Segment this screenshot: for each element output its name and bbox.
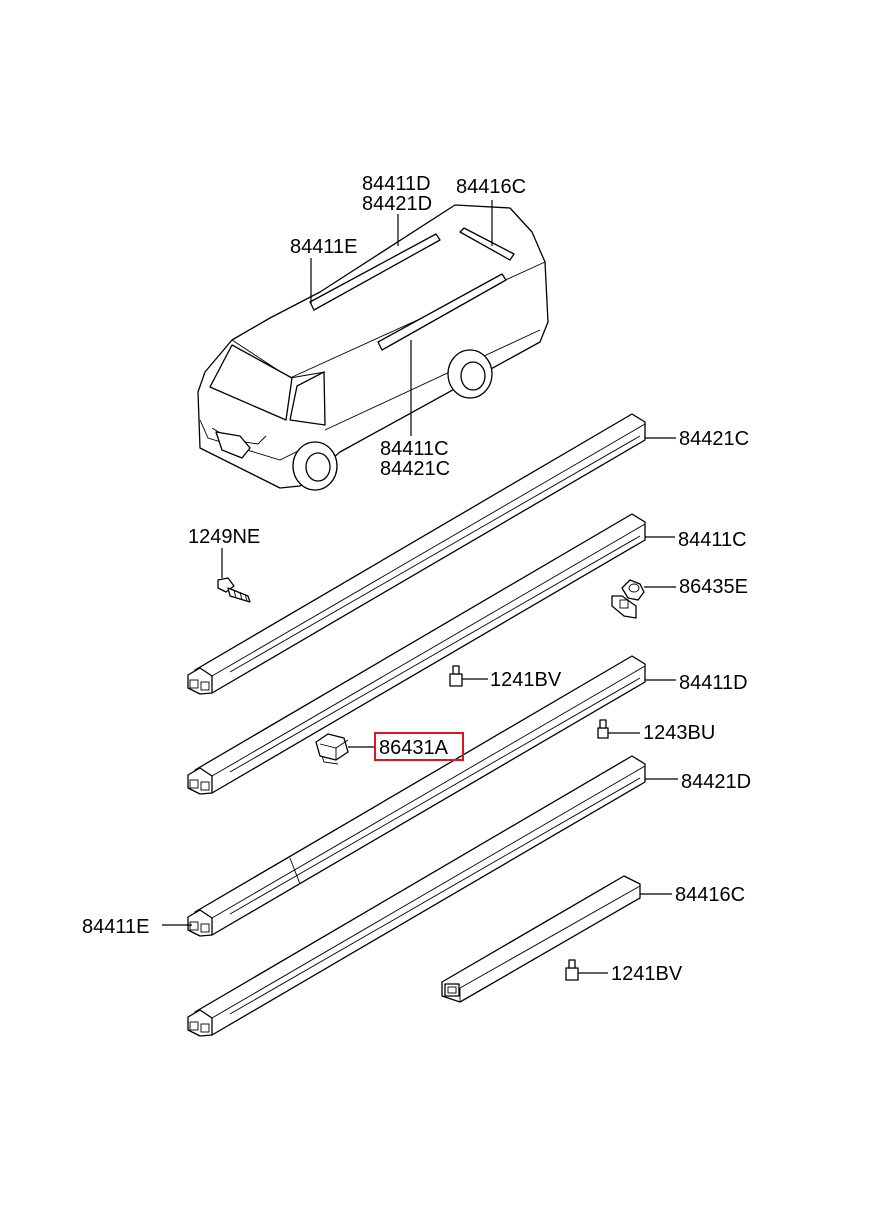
van-rail-upper — [309, 233, 441, 311]
label-1243bu: 1243BU — [643, 722, 715, 744]
clip-86435e — [611, 579, 645, 619]
bolt-1241bv-bottom — [565, 959, 579, 981]
clip-86431a — [315, 733, 349, 765]
label-86435e: 86435E — [679, 576, 748, 598]
van-rail-rear — [459, 227, 515, 261]
label-84411d: 84411D — [679, 672, 748, 694]
label-van-84411e: 84411E — [290, 236, 357, 258]
rail-84411c — [187, 513, 646, 795]
rail-84421d — [187, 755, 646, 1037]
label-84421d: 84421D — [681, 771, 751, 793]
label-1249ne: 1249NE — [188, 526, 260, 548]
highlight-box-86431a[interactable] — [374, 732, 464, 761]
strip-84416c — [441, 875, 641, 1003]
van-rail-lower — [377, 273, 507, 351]
bolt-1241bv-top — [449, 665, 463, 687]
rail-84411d — [187, 655, 646, 937]
label-van-84421c: 84421C — [380, 458, 450, 480]
label-84411c: 84411C — [678, 529, 747, 551]
label-van-84421d: 84421D — [362, 193, 432, 215]
rail-84421c — [187, 413, 646, 695]
label-1241bv-top: 1241BV — [490, 669, 562, 691]
label-van-84411d: 84411D — [362, 173, 431, 195]
van-illustration — [197, 204, 549, 491]
label-86431a[interactable]: 86431A — [379, 737, 449, 759]
bolt-1243bu — [597, 719, 609, 739]
label-84411e: 84411E — [82, 916, 149, 938]
label-84421c: 84421C — [679, 428, 749, 450]
screw-1249ne — [217, 548, 251, 603]
label-84416c: 84416C — [675, 884, 745, 906]
label-van-84416c: 84416C — [456, 176, 526, 198]
label-1241bv-bottom: 1241BV — [611, 963, 683, 985]
label-van-84411c: 84411C — [380, 438, 449, 460]
